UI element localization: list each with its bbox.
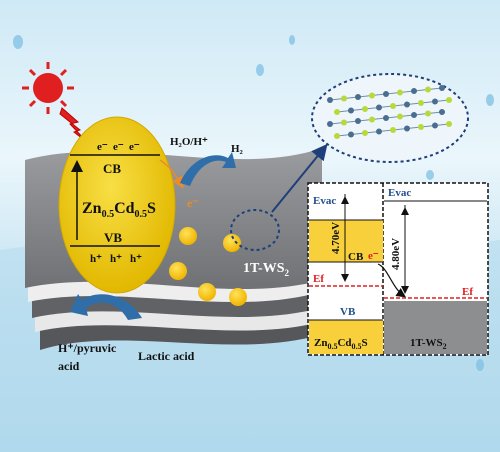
- cb-electron-1: e⁻: [97, 141, 108, 153]
- reduction-reactant: H₂O/H⁺: [170, 136, 208, 148]
- left-evac-label: Evac: [313, 195, 336, 207]
- lattice-atom: [355, 118, 361, 124]
- left-ef-label: Ef: [313, 273, 324, 285]
- lattice-atom: [418, 100, 424, 106]
- ws2-sheet-label: 1T-WS2: [243, 261, 290, 278]
- lattice-atom: [341, 95, 347, 102]
- lattice-atom: [397, 113, 403, 120]
- lattice-atom: [383, 91, 389, 97]
- crystal-structure-bubble: [311, 73, 469, 163]
- particle-cb-label: CB: [103, 161, 121, 176]
- lattice-atom: [439, 109, 445, 115]
- electron-transfer-arrow: [159, 159, 184, 189]
- lattice-atom: [425, 110, 431, 117]
- lattice-atom: [397, 89, 403, 96]
- lattice-atom: [334, 109, 340, 115]
- lattice-atom: [446, 97, 452, 103]
- lattice-atom: [425, 86, 431, 93]
- lattice-atom: [369, 92, 375, 99]
- band-electron-arrow: [377, 263, 406, 298]
- right-ef-label: Ef: [462, 286, 473, 298]
- particle-vb-label: VB: [104, 230, 122, 245]
- lattice-atom: [390, 103, 396, 109]
- reduction-curved-arrow: [180, 152, 236, 186]
- oxidation-product-line1: H⁺/pyruvic: [58, 341, 117, 355]
- lattice-atom: [355, 94, 361, 100]
- zncds-particle: [58, 116, 176, 294]
- lattice-atom: [341, 119, 347, 126]
- vb-hole-3: h⁺: [130, 253, 142, 265]
- left-material-label: Zn0.5Cd0.5S: [314, 337, 368, 351]
- lattice-atom: [348, 107, 354, 114]
- band-electron-label: e⁻: [368, 250, 379, 262]
- lattice-atom: [348, 131, 354, 138]
- lattice-atom: [327, 121, 333, 127]
- right-material-label: 1T-WS2: [410, 337, 447, 351]
- lattice-atom: [334, 133, 340, 139]
- transferred-electron: e⁻: [187, 196, 199, 210]
- lattice-atom: [327, 97, 333, 103]
- lattice-atom: [383, 115, 389, 121]
- lattice-atom: [404, 125, 410, 132]
- lattice-atom: [404, 101, 410, 108]
- cb-electron-2: e⁻: [113, 141, 124, 153]
- lattice-atom: [362, 106, 368, 112]
- lattice-atom: [432, 98, 438, 105]
- band-cb-label: CB: [348, 251, 364, 263]
- band-diagram: [307, 182, 489, 356]
- cb-electron-3: e⁻: [129, 141, 140, 153]
- lattice-atom: [432, 122, 438, 129]
- lattice-atom: [362, 130, 368, 136]
- particle-formula: Zn0.5Cd0.5S: [82, 200, 156, 220]
- right-evac-label: Evac: [388, 187, 411, 199]
- vb-hole-1: h⁺: [90, 253, 102, 265]
- right-gap-label: 4.80eV: [390, 238, 402, 270]
- left-vb-band: [309, 320, 383, 354]
- lattice-atom: [390, 127, 396, 133]
- lattice-atom: [369, 116, 375, 123]
- lattice-atom: [439, 85, 445, 91]
- lattice-atom: [376, 104, 382, 111]
- lattice-atom: [376, 128, 382, 135]
- sun-icon: [22, 62, 74, 114]
- left-cb-band: [309, 220, 383, 262]
- lattice-atom: [446, 121, 452, 127]
- nanoparticle-dots: [169, 227, 247, 306]
- zoom-region-marker: [230, 209, 280, 251]
- right-metal-band: [384, 301, 487, 354]
- oxidation-reactant: Lactic acid: [138, 349, 195, 363]
- vb-hole-2: h⁺: [110, 253, 122, 265]
- lattice-atom: [411, 112, 417, 118]
- oxidation-curved-arrow: [70, 294, 142, 320]
- left-gap-label: 4.70eV: [330, 222, 342, 254]
- reduction-product: H₂: [231, 143, 244, 155]
- lattice-atom: [418, 124, 424, 130]
- band-vb-label: VB: [340, 306, 356, 318]
- oxidation-product-line2: acid: [58, 359, 80, 373]
- lattice-atom: [411, 88, 417, 94]
- zoom-arrow: [271, 143, 328, 213]
